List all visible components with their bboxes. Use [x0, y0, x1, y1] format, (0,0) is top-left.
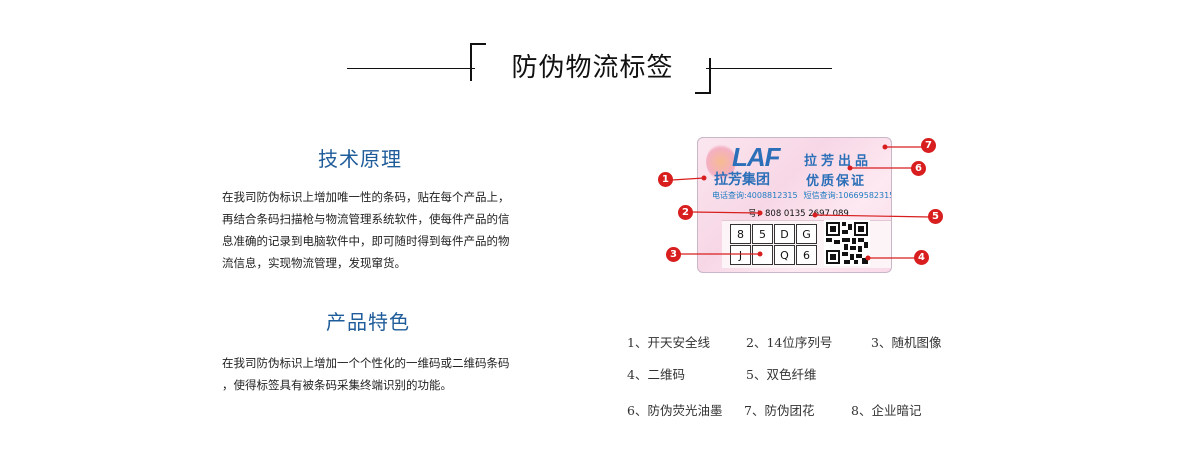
query-phones: 电话查询:4008812315 短信查询:10669582315 — [712, 190, 892, 201]
product-features-text: 在我司防伪标识上增加一个个性化的一维码或二维码条码 ，使得标签具有被条码采集终端… — [222, 352, 532, 396]
quality-text: 优质保证 — [806, 174, 867, 189]
laf-logo: LAF — [732, 142, 781, 172]
tech-line: 息准确的记录到电脑软件中，即可随时得到每件产品的物 — [222, 234, 510, 248]
callout-badge-2: 2 — [678, 205, 693, 220]
product-line: 在我司防伪标识上增加一个个性化的一维码或二维码条码 — [222, 356, 510, 370]
callout-badge-3: 3 — [666, 247, 681, 262]
feature-item: 5、双色纤维 — [746, 367, 817, 382]
brand-group-text: 拉芳集团 — [714, 172, 770, 188]
header-bracket-top-left — [470, 43, 486, 81]
code-cell: D — [774, 224, 795, 244]
tech-line: 再结合条码扫描枪与物流管理系统软件，使每件产品的信 — [222, 212, 510, 226]
tech-principle-title: 技术原理 — [318, 147, 402, 171]
product-features-title: 产品特色 — [326, 310, 410, 334]
code-cell: G — [796, 224, 817, 244]
feature-item: 1、开天安全线 — [627, 335, 710, 350]
anti-counterfeit-label-image: LAF 拉芳出品 拉芳集团 优质保证 电话查询:4008812315 短信查询:1… — [697, 137, 892, 273]
callout-badge-4: 4 — [914, 250, 929, 265]
feature-item: 3、随机图像 — [871, 335, 942, 350]
header-line-left — [347, 68, 475, 69]
flower-decoration — [706, 144, 736, 180]
feature-item: 2、14位序列号 — [746, 335, 833, 350]
code-cell: 5 — [752, 224, 773, 244]
phone-query: 电话查询:4008812315 — [712, 191, 798, 200]
header-bracket-bottom-right — [695, 58, 711, 94]
feature-item: 7、防伪团花 — [744, 403, 815, 418]
code-cell: Q — [774, 245, 795, 265]
product-line: ，使得标签具有被条码采集终端识别的功能。 — [222, 378, 452, 392]
sms-query: 短信查询:10669582315 — [803, 191, 892, 200]
tech-principle-text: 在我司防伪标识上增加唯一性的条码，贴在每个产品上， 再结合条码扫描枪与物流管理系… — [222, 186, 532, 274]
qr-code-icon — [824, 220, 870, 266]
feature-item: 6、防伪荧光油墨 — [627, 403, 723, 418]
callout-badge-7: 7 — [921, 138, 936, 153]
feature-item: 8、企业暗记 — [851, 403, 922, 418]
callout-badge-1: 1 — [658, 172, 673, 187]
code-cell — [752, 245, 773, 265]
callout-badge-6: 6 — [911, 161, 926, 176]
code-cell: 6 — [796, 245, 817, 265]
code-cell: 8 — [730, 224, 751, 244]
tech-line: 流信息，实现物流管理，发现窜货。 — [222, 256, 406, 270]
tech-line: 在我司防伪标识上增加唯一性的条码，贴在每个产品上， — [222, 190, 510, 204]
page-title: 防伪物流标签 — [511, 53, 674, 83]
callout-badge-5: 5 — [928, 209, 943, 224]
feature-item: 4、二维码 — [627, 367, 685, 382]
brand-top-text: 拉芳出品 — [804, 154, 873, 169]
header-line-right — [706, 68, 832, 69]
random-code-grid: 8 5 D G J Q 6 — [730, 224, 817, 265]
code-cell: J — [730, 245, 751, 265]
serial-number: 号：808 0135 2697 089 — [748, 209, 849, 219]
